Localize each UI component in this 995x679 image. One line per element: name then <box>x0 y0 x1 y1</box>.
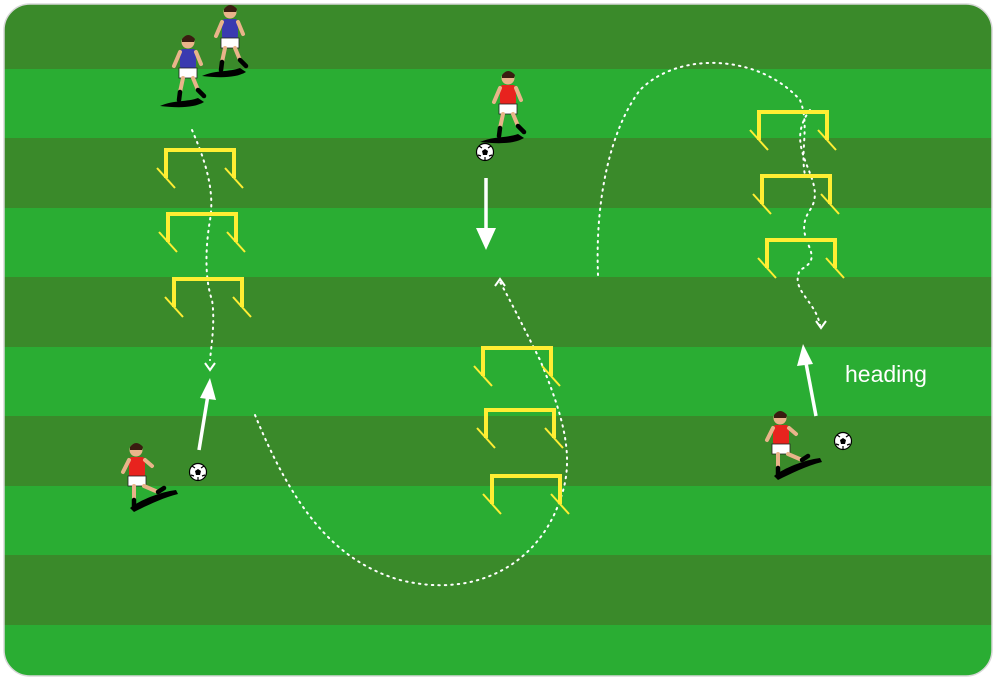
pitch-surface <box>4 4 992 679</box>
ball-icon <box>190 464 207 481</box>
ball-icon <box>477 144 494 161</box>
heading-annotation: heading <box>845 361 927 388</box>
ball-icon <box>835 433 852 450</box>
